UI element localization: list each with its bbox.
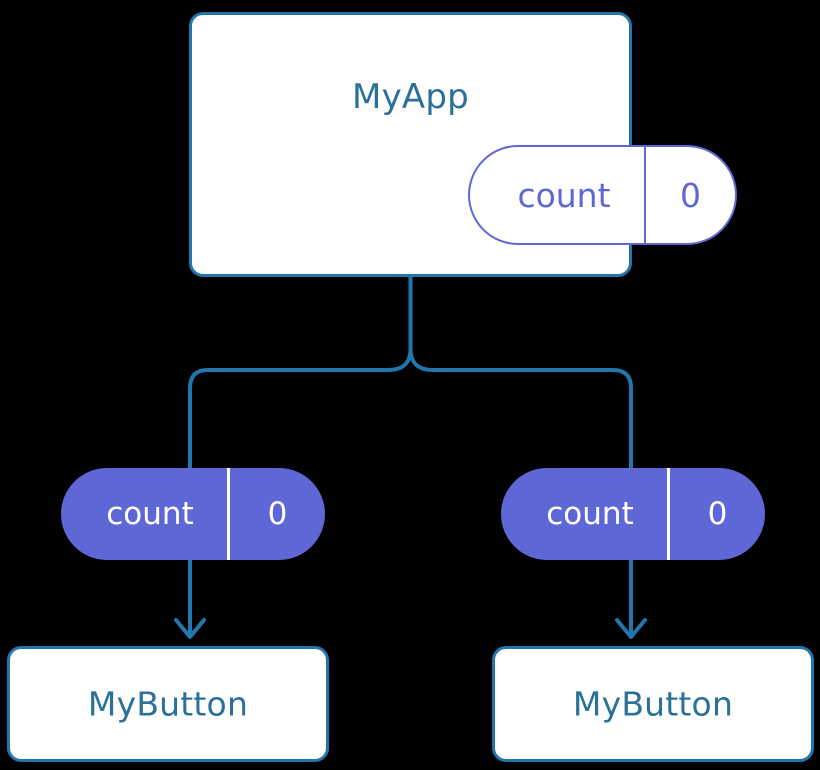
- state-key-label: count: [470, 147, 646, 243]
- prop-pill-right[interactable]: count 0: [501, 468, 765, 560]
- state-pill-myapp[interactable]: count 0: [468, 145, 737, 245]
- component-title-mybutton-left: MyButton: [87, 684, 249, 724]
- connector-fork: [188, 346, 413, 474]
- prop-value-label-left: 0: [267, 496, 288, 532]
- prop-key-label-right: count: [501, 468, 670, 560]
- component-node-myapp[interactable]: MyApp count 0: [189, 12, 737, 277]
- prop-pill-left[interactable]: count 0: [61, 468, 325, 560]
- component-title-myapp: MyApp: [352, 77, 469, 117]
- component-node-mybutton-right[interactable]: MyButton: [492, 646, 814, 762]
- prop-value-label-right: 0: [707, 496, 728, 532]
- state-value-label: 0: [680, 175, 701, 215]
- arrowhead-right: [615, 618, 647, 639]
- component-node-mybutton-left[interactable]: MyButton: [7, 646, 329, 762]
- component-title-mybutton-right: MyButton: [572, 684, 734, 724]
- prop-key-label-left: count: [61, 468, 230, 560]
- arrowhead-left: [174, 618, 206, 639]
- connector-fork-right: [408, 346, 633, 474]
